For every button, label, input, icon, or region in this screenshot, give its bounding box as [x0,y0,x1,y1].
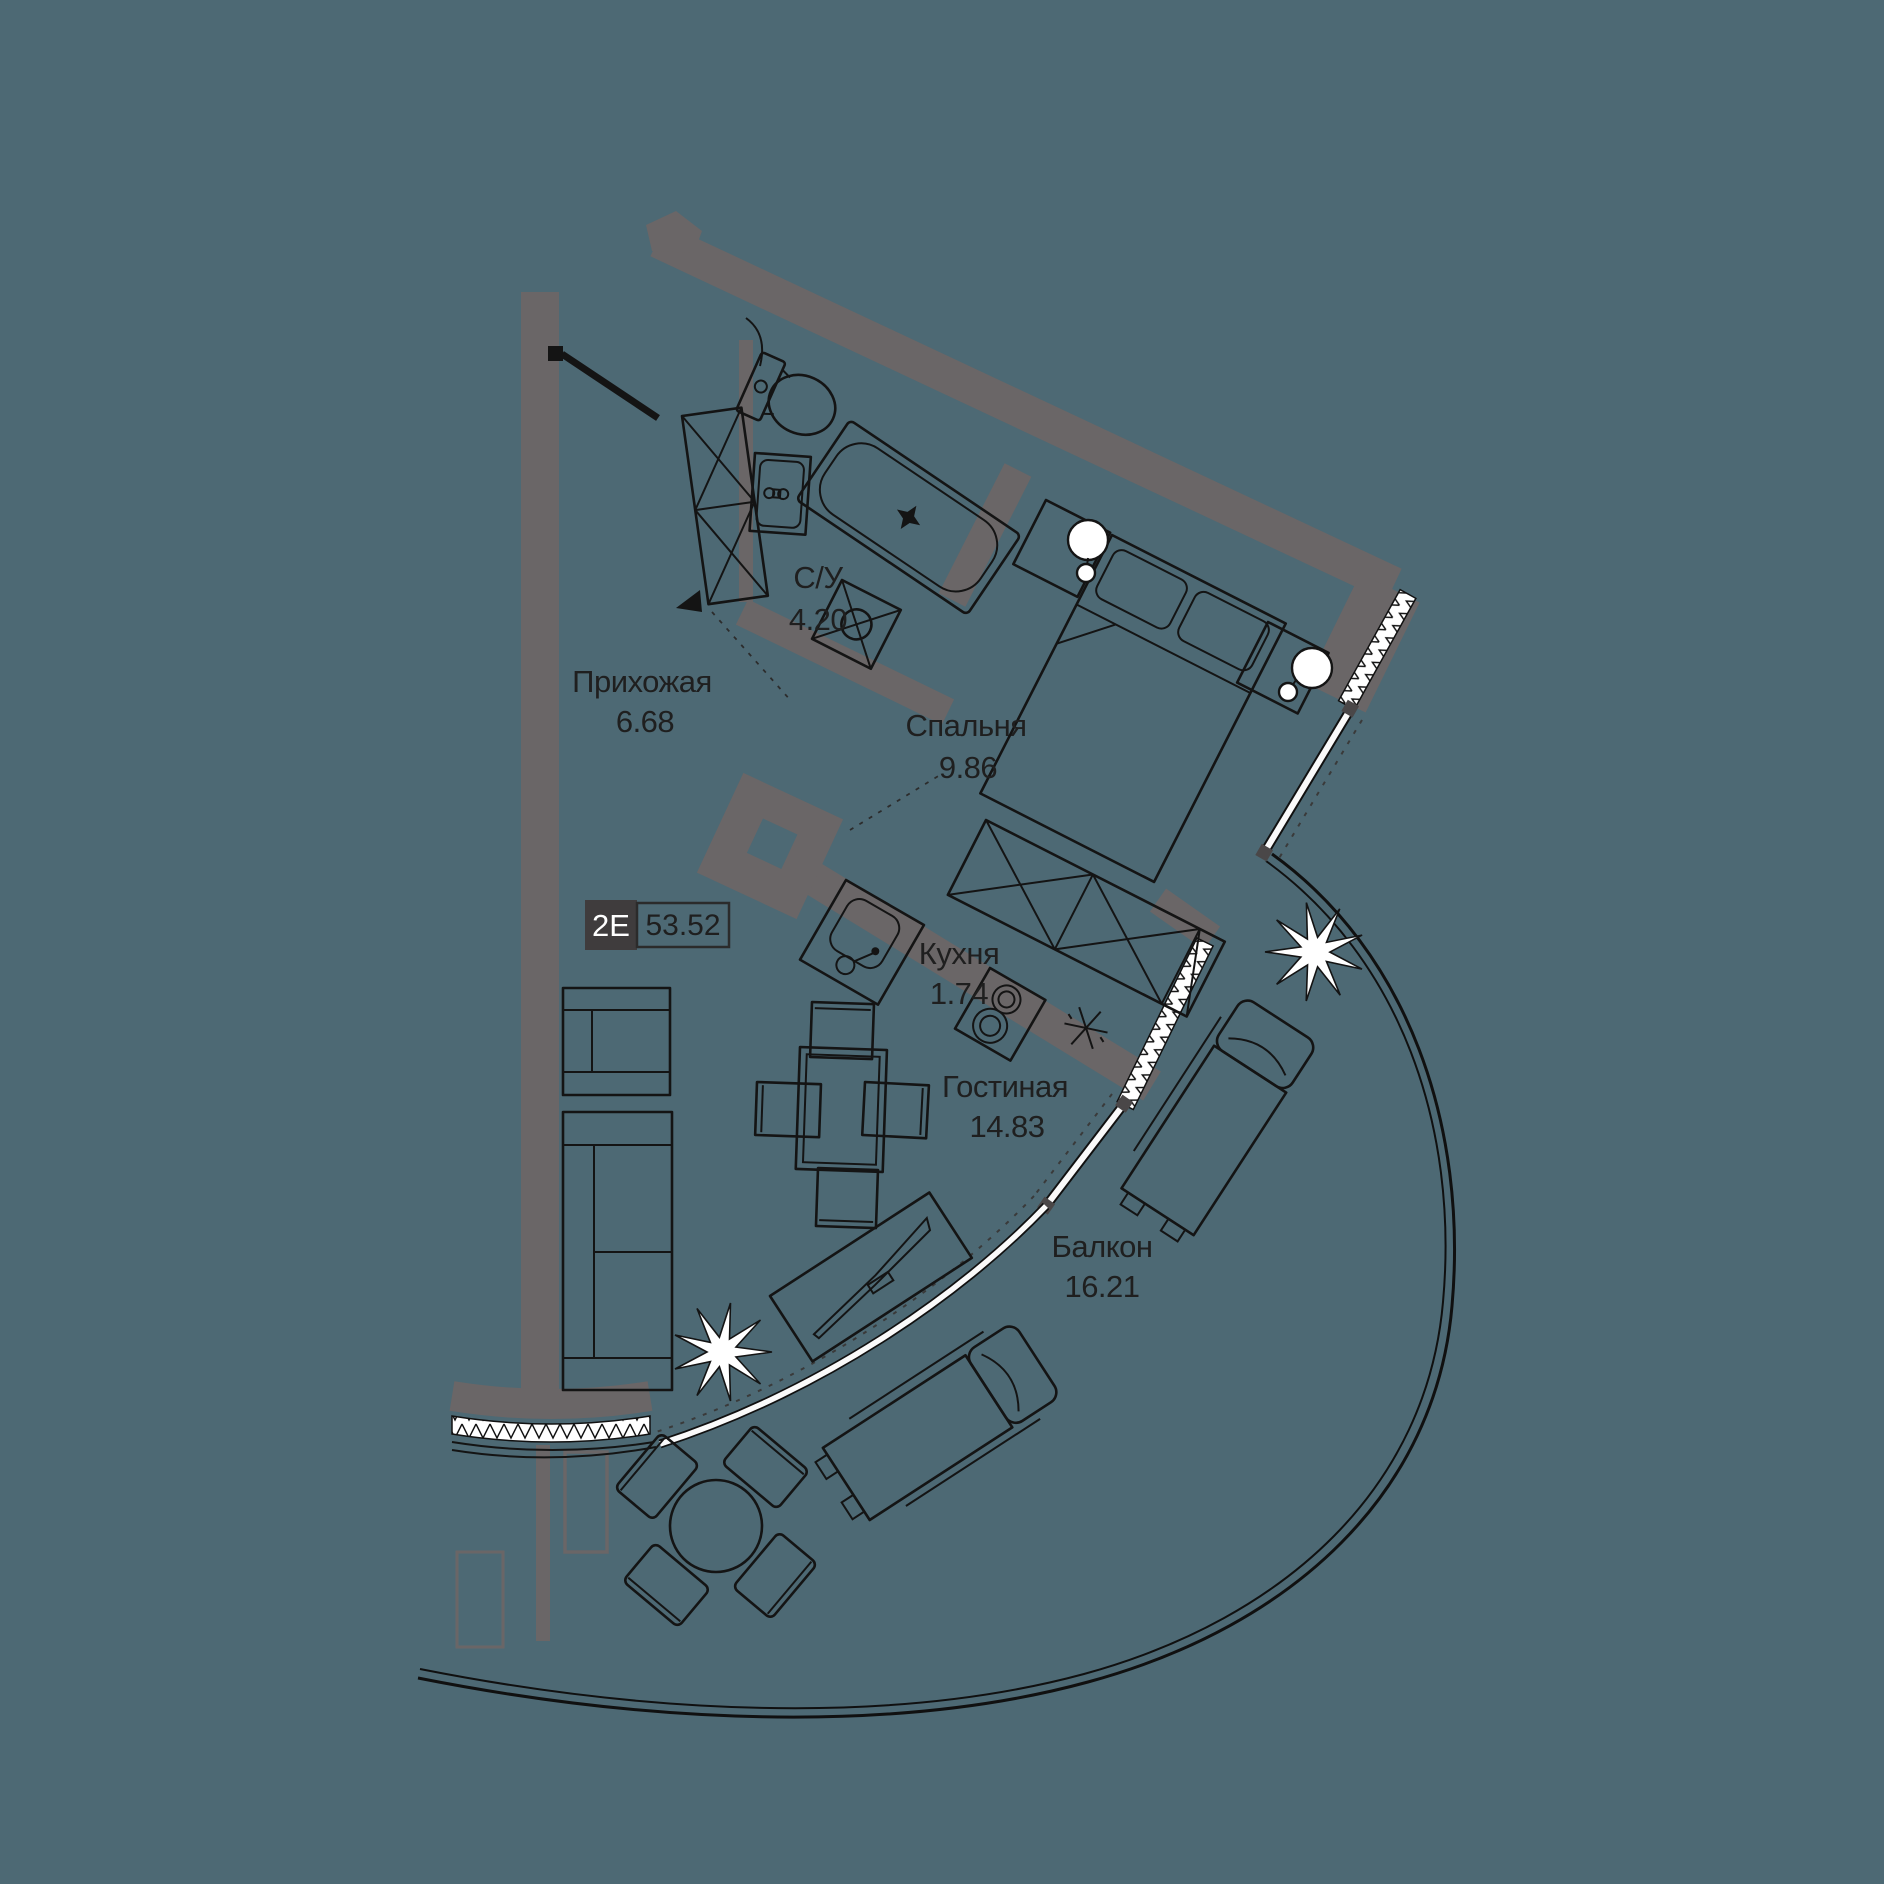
wall-kitchen-bar [797,859,1161,1101]
door-handle [1115,1094,1134,1113]
bathroom-sink [748,451,813,537]
wall-pier [536,1445,550,1641]
sofa [561,1110,674,1392]
table-lamp [1066,518,1110,562]
lamp-switch [1277,681,1299,703]
unit-type-chip [585,900,637,950]
leader-line [711,611,793,703]
room-label-bedroom: Спальня [905,708,1026,743]
room-label-bathroom: С/У [793,560,843,595]
patio-chair [624,1543,709,1627]
room-label-kitchen: Кухня [919,936,999,971]
bedroom-wardrobe [946,818,1227,1018]
wall-bathroom-lower [735,599,955,725]
tv-stand [768,1191,974,1363]
unit-type-label: 2Е [592,908,630,943]
room-area-hallway: 6.68 [616,704,674,739]
balcony-glazing [655,699,1363,1449]
room-area-balcony: 16.21 [1064,1269,1139,1304]
hallway-closet [680,406,770,606]
walls [449,211,1420,1649]
shower-tray [810,578,903,671]
dining-table [794,1045,889,1174]
door-handle [1255,843,1274,862]
nightstand [1012,498,1112,599]
balcony-divider-2 [455,1550,505,1649]
entrance-door [548,346,660,421]
kitchen-fixtures [798,878,1108,1062]
door-handle [1341,699,1360,718]
window-bottom [451,1415,651,1443]
table-lamp [1290,646,1334,690]
wall-bedroom-right [1306,573,1420,713]
wall-bathroom-bedroom [938,463,1032,607]
dining-chair [860,1080,931,1140]
room-area-bathroom: 4.20 [789,602,848,637]
patio-table-set [615,1425,817,1627]
window-sill-line [451,1441,655,1451]
balcony-divider [563,1450,609,1554]
toilet [735,351,837,437]
balcony-outer-edge [417,852,1456,1719]
living-furniture [561,986,974,1402]
bedroom-furniture [946,498,1334,1018]
unit-badge[interactable]: 2Е 53.52 [585,900,731,950]
room-area-bedroom: 9.86 [939,750,997,785]
room-area-kitchen: 1.74 [930,976,989,1011]
window-sill-line-2 [451,1446,657,1459]
bathtub [796,420,1021,615]
dining-set [753,1000,931,1230]
room-labels: Прихожая 6.68 С/У 4.20 Спальня 9.86 Кухн… [572,560,1153,1304]
lounge-chair [814,1325,1058,1522]
lamp-switch [1075,562,1097,584]
wall-top [650,223,1402,602]
wall-duct-shaft [696,772,844,920]
room-label-living: Гостиная [942,1069,1068,1104]
pillow [1095,549,1188,630]
drain-icon [896,505,921,529]
stove [953,966,1047,1062]
pillow [1177,590,1270,672]
dining-chair [753,1080,823,1139]
hallway [548,317,941,831]
fridge-icon [1064,1006,1108,1050]
balcony-furniture [615,889,1380,1627]
bathroom-fixtures [735,351,1021,671]
room-label-balcony: Балкон [1052,1229,1153,1264]
dining-chair [808,1000,876,1061]
wall-top-cap [646,211,702,253]
nightstand [1235,620,1334,715]
wall-bottom-band [449,1381,653,1419]
lounge-chair [1119,999,1315,1243]
closet-corner-mark [676,590,702,612]
patio-chair [733,1533,817,1618]
unit-area-box [635,901,731,949]
room-area-living: 14.83 [969,1109,1044,1144]
room-label-hallway: Прихожая [572,664,712,699]
armchair [561,986,672,1097]
bed [979,533,1288,884]
patio-chair [615,1434,699,1519]
kitchen-sink [798,878,926,1006]
unit-area-value: 53.52 [645,909,720,942]
dining-chair [814,1166,880,1230]
bathroom-door-swing [745,317,764,367]
patio-table [668,1478,764,1574]
patio-chair [723,1425,808,1509]
